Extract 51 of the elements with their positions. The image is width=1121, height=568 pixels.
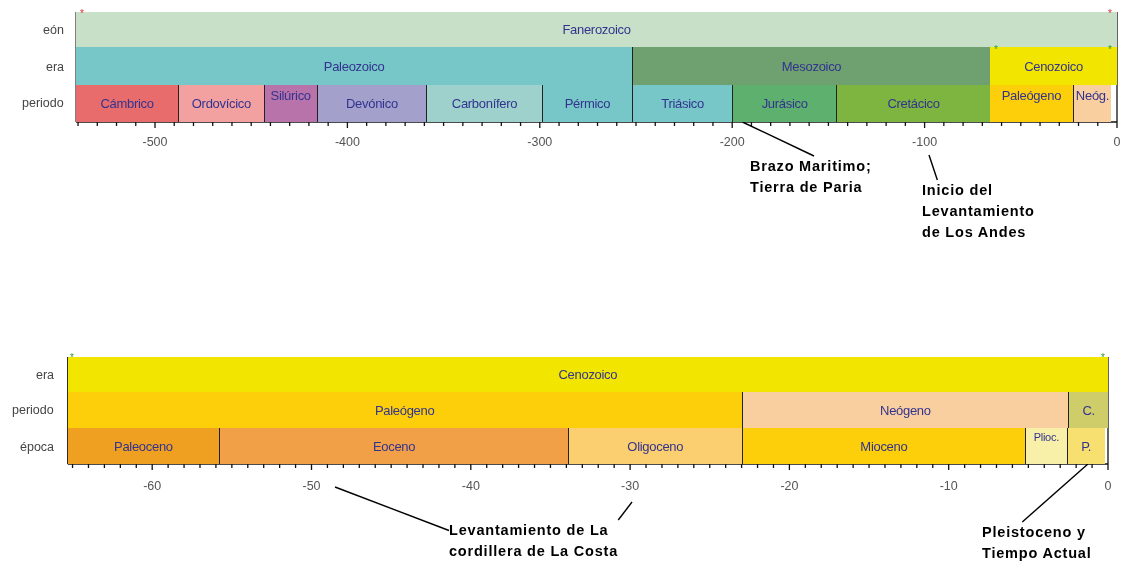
time-band: Mioceno [741, 428, 1026, 464]
row-label: eón [43, 23, 64, 37]
annotation-text: Levantamiento de La cordillera de La Costa [449, 520, 631, 562]
time-band: Eoceno [219, 428, 568, 464]
row-label: periodo [22, 96, 64, 110]
time-band: Paleógeno [990, 85, 1073, 122]
leader-line [928, 154, 939, 181]
annotation-text: Inicio del Levantamiento de Los Andes [922, 180, 1040, 243]
tick-label: -100 [912, 135, 938, 149]
time-band: Ordovícico [178, 85, 264, 122]
tick-label: -10 [939, 479, 958, 493]
annotation-text: Pleistoceno y Tiempo Actual [982, 522, 1104, 564]
time-band: Pérmico [541, 85, 633, 122]
tick-label: 0 [1104, 479, 1112, 493]
time-band: Plioc. [1025, 428, 1067, 464]
annotation-text: Brazo Maritimo; Tierra de Paria [750, 156, 878, 198]
time-band: Silúrico [263, 85, 317, 122]
row-label: época [20, 440, 55, 454]
leader-line [741, 121, 815, 157]
tick-label: -40 [461, 479, 480, 493]
tick-label: -400 [334, 135, 360, 149]
time-band: Neógeno [741, 392, 1069, 428]
time-band: Cámbrico [76, 85, 179, 122]
tick-label: -30 [621, 479, 640, 493]
row-label: era [46, 60, 65, 74]
time-band: Cenozoico [67, 357, 1108, 392]
time-band: Cretácico [836, 85, 990, 122]
time-band: Oligoceno [567, 428, 742, 464]
time-band: P. [1066, 428, 1105, 464]
time-band: Jurásico [732, 85, 837, 122]
tick-label: 0 [1113, 135, 1121, 149]
leader-line [617, 501, 633, 521]
row-label: era [36, 368, 55, 382]
leader-line [334, 486, 450, 532]
time-band: Neóg. [1072, 85, 1112, 122]
time-band: Carbonífero [426, 85, 542, 122]
row-label: periodo [12, 403, 54, 417]
tick-label: -300 [527, 135, 553, 149]
time-band: Paleoceno [67, 428, 220, 464]
time-band: C. [1068, 392, 1108, 428]
tick-label: -500 [142, 135, 168, 149]
tick-label: -20 [780, 479, 799, 493]
time-band: Devónico [316, 85, 427, 122]
time-band: Paleozoico [76, 47, 633, 85]
tick-label: -200 [719, 135, 745, 149]
time-band: Paleógeno [67, 392, 742, 428]
tick-label: -60 [143, 479, 162, 493]
time-band: Triásico [632, 85, 733, 122]
tick-label: -50 [302, 479, 321, 493]
time-band: Mesozoico [632, 47, 990, 85]
leader-line [1021, 463, 1089, 523]
